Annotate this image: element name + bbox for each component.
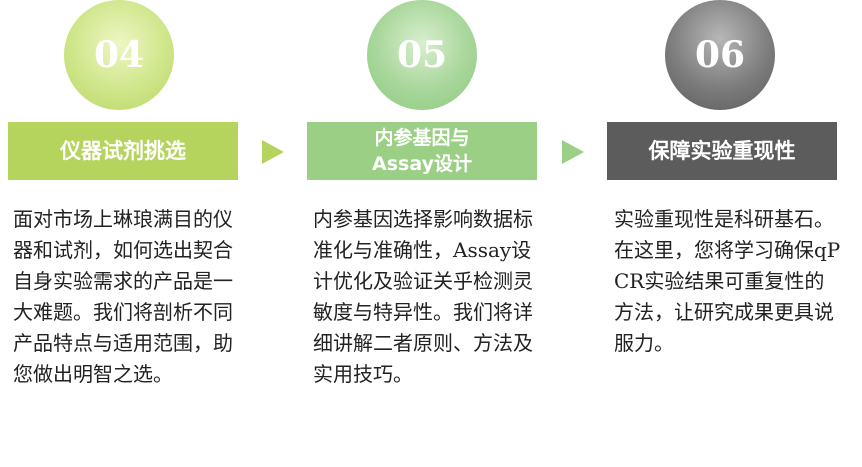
step-card-06: 06 保障实验重现性 实验重现性是科研基石。在这里，您将学习确保qPCR实验结果…	[607, 0, 840, 467]
step-number-badge: 06	[665, 0, 775, 110]
step-title: 保障实验重现性	[648, 138, 796, 163]
step-title: 仪器试剂挑选	[60, 138, 186, 163]
step-number-badge: 04	[64, 0, 174, 110]
step-number: 04	[93, 34, 145, 76]
step-description: 内参基因选择影响数据标准化与准确性，Assay设计优化及验证关乎检测灵敏度与特异…	[313, 207, 533, 386]
step-card-05: 05 内参基因与Assay设计 内参基因选择影响数据标准化与准确性，Assay设…	[307, 0, 539, 467]
step-card-04: 04 仪器试剂挑选 面对市场上琳琅满目的仪器和试剂，如何选出契合自身实验需求的产…	[8, 0, 240, 467]
step-description: 面对市场上琳琅满目的仪器和试剂，如何选出契合自身实验需求的产品是一大难题。我们将…	[13, 207, 233, 386]
step-title: 内参基因与Assay设计	[372, 127, 472, 175]
triangle-right-icon	[262, 140, 284, 164]
step-number: 05	[396, 34, 448, 76]
step-number: 06	[694, 34, 746, 76]
step-title-banner: 保障实验重现性	[607, 122, 837, 180]
step-title-banner: 内参基因与Assay设计	[307, 122, 537, 180]
triangle-right-icon	[562, 140, 584, 164]
step-title-banner: 仪器试剂挑选	[8, 122, 238, 180]
step-description: 实验重现性是科研基石。在这里，您将学习确保qPCR实验结果可重复性的方法，让研究…	[614, 207, 841, 355]
step-number-badge: 05	[367, 0, 477, 110]
